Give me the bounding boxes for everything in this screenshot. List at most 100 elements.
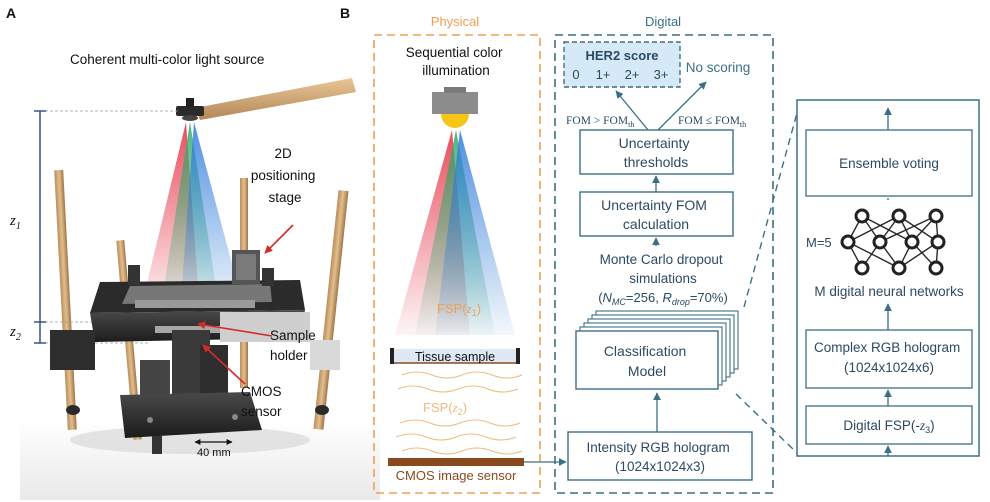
illumination-source <box>432 87 478 128</box>
node <box>891 260 907 276</box>
wave-4 <box>395 433 517 441</box>
seq-illum-label: Sequential color illumination <box>406 45 507 78</box>
node <box>904 234 920 250</box>
neural-network-icon <box>840 208 946 276</box>
zoom-line-bottom <box>735 393 798 454</box>
tissue-slide <box>392 349 518 363</box>
uncertainty-thresholds-label: Uncertainty thresholds <box>619 135 694 170</box>
mc-dropout-label: Monte Carlo dropout simulations <box>600 252 727 286</box>
complex-label: Complex RGB hologram (1024x1024x6) <box>814 340 964 375</box>
wave-2 <box>397 385 519 393</box>
fom-le-label: FOM ≤ FOMth <box>678 115 746 129</box>
uncertainty-fom-label: Uncertainty FOM calculation <box>601 197 711 232</box>
node <box>854 208 870 224</box>
holder-side <box>310 340 340 370</box>
rod-foot-left <box>66 405 80 415</box>
node <box>854 260 870 276</box>
node <box>928 260 944 276</box>
her2-box <box>563 41 681 88</box>
her2-score-3: 3+ <box>654 67 669 82</box>
edge <box>861 215 913 243</box>
complex-box <box>805 329 973 389</box>
sample-holder-bars <box>50 300 340 370</box>
uncertainty-thresholds-box <box>579 129 734 175</box>
stage-motor-face <box>236 254 256 280</box>
digital-fsp-label: Digital FSP(-z3) <box>843 418 934 435</box>
wave-1 <box>401 371 523 379</box>
wave-3 <box>399 419 521 427</box>
arrow-to-noscoring <box>657 81 707 131</box>
fsp-z2-label: FSP(z2) <box>423 400 467 417</box>
digital-box <box>554 34 774 494</box>
mount-base <box>120 392 262 438</box>
edge <box>847 215 900 243</box>
holder-side-back <box>50 330 95 370</box>
cmos-sensor-bar <box>388 458 524 466</box>
light-arm <box>176 78 356 121</box>
holder-rail-2 <box>155 326 265 333</box>
z-brackets <box>34 110 46 344</box>
fsp-z2-waves <box>395 371 523 455</box>
her2-score-1: 1+ <box>596 67 611 82</box>
tissue-clip-left <box>390 348 394 364</box>
intensity-box <box>567 431 753 481</box>
classification-stack: Classification Model <box>575 310 739 390</box>
cmos-image-sensor-label: CMOS image sensor <box>396 468 517 483</box>
holder-label: Sample holder <box>270 328 320 363</box>
tissue-label: Tissue sample <box>415 350 495 364</box>
stage-label: 2D positioning stage <box>251 146 319 205</box>
digital-fsp-box <box>805 405 973 445</box>
light-knob <box>186 98 194 107</box>
node <box>891 208 907 224</box>
m-count-label: M=5 <box>806 235 832 250</box>
stage-bar-right <box>262 268 274 286</box>
mount-screw-2 <box>232 414 238 420</box>
arrow-to-her2 <box>615 90 649 131</box>
tissue-clip-right <box>516 348 520 364</box>
zoom-line-top <box>743 112 798 308</box>
no-scoring-label: No scoring <box>686 60 751 75</box>
classification-model-label: Classification Model <box>604 343 690 379</box>
source-cap <box>444 87 466 93</box>
stage-arrow <box>264 224 294 254</box>
holder-plate <box>220 312 310 342</box>
edge <box>898 241 939 269</box>
her2-title: HER2 score <box>586 48 659 63</box>
tissue-sample: Tissue sample <box>390 348 520 364</box>
node <box>840 234 856 250</box>
digital-title: Digital <box>645 14 681 29</box>
edge <box>879 215 937 243</box>
cmos-arrow <box>202 344 246 385</box>
classification-model-box <box>575 330 719 390</box>
mount-screw-1 <box>147 417 153 423</box>
nn-nodes <box>840 208 946 276</box>
physical-beams <box>395 130 515 335</box>
beam-blue <box>180 122 245 312</box>
fsp-z1-label: FSP(z1) <box>437 301 481 318</box>
light-head <box>176 106 204 116</box>
rod-right-front <box>313 190 349 430</box>
light-aperture <box>182 115 198 121</box>
light-beams <box>140 122 245 312</box>
holder-arrow <box>197 321 273 337</box>
panel-a: A <box>6 5 380 500</box>
source-housing <box>432 92 478 114</box>
physical-box <box>373 34 541 494</box>
wave-5 <box>401 447 523 455</box>
z1-label: z1 <box>9 213 21 232</box>
rod-left-back <box>54 169 77 431</box>
mount-block <box>140 360 170 395</box>
sensor-mount <box>120 330 262 454</box>
z2-label: z2 <box>9 324 21 343</box>
ensemble-box <box>805 129 973 197</box>
cmos-label: CMOS sensor <box>241 384 285 419</box>
mc-params-label: (NMC=256, Rdrop=70%) <box>598 290 728 307</box>
rod-foot-right <box>315 405 329 415</box>
edge <box>898 215 939 243</box>
node <box>930 234 946 250</box>
m-networks-label: M digital neural networks <box>814 284 964 299</box>
intensity-label: Intensity RGB hologram (1024x1024x3) <box>586 440 733 474</box>
her2-score-2: 2+ <box>625 67 640 82</box>
panel-a-label: A <box>6 5 16 21</box>
stage-inner <box>122 284 272 304</box>
